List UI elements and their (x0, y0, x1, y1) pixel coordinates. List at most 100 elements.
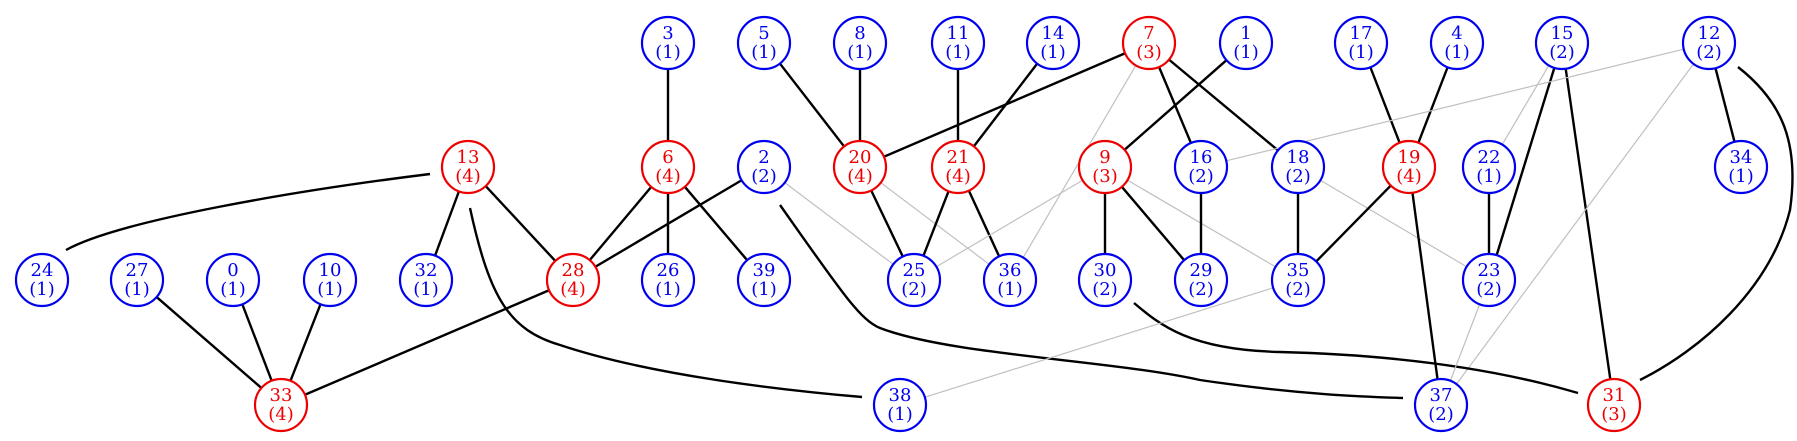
node-id-label: 25 (903, 260, 926, 281)
node-degree-label: (1) (1348, 42, 1374, 63)
node-37: 37(2) (1413, 377, 1469, 433)
node-degree-label: (2) (1476, 279, 1502, 300)
node-degree-label: (3) (1092, 166, 1118, 187)
node-circle-36 (982, 252, 1038, 308)
node-39: 39(1) (736, 252, 792, 308)
node-id-label: 3 (662, 23, 673, 44)
node-circle-10 (302, 252, 358, 308)
edge-13-32 (433, 190, 461, 257)
node-id-label: 9 (1099, 147, 1110, 168)
edge-13-38 (468, 207, 863, 399)
node-id-label: 32 (415, 260, 438, 281)
node-38: 38(1) (872, 377, 928, 433)
node-id-label: 39 (753, 260, 776, 281)
node-circle-14 (1025, 15, 1081, 71)
node-12: 12(2) (1681, 15, 1737, 71)
node-circle-6 (640, 139, 696, 195)
node-degree-label: (1) (847, 42, 873, 63)
node-id-label: 12 (1698, 23, 1721, 44)
edges-layer (65, 48, 1794, 400)
edge-9-25 (936, 179, 1083, 268)
node-circle-28 (545, 252, 601, 308)
node-circle-31 (1586, 377, 1642, 433)
node-circle-32 (398, 252, 454, 308)
node-circle-18 (1270, 139, 1326, 195)
edge-6-39 (683, 186, 749, 261)
node-2: 2(2) (736, 139, 792, 195)
node-circle-13 (440, 139, 496, 195)
node-circle-21 (930, 139, 986, 195)
node-36: 36(1) (982, 252, 1038, 308)
node-circle-26 (640, 252, 696, 308)
node-circle-38 (872, 377, 928, 433)
node-degree-label: (3) (1136, 42, 1162, 63)
node-id-label: 8 (854, 23, 865, 44)
node-id-label: 2 (758, 147, 769, 168)
edge-15-31 (1564, 68, 1612, 380)
node-20: 20(4) (832, 139, 888, 195)
node-circle-22 (1461, 139, 1517, 195)
node-circle-35 (1270, 252, 1326, 308)
node-circle-0 (205, 252, 261, 308)
node-circle-12 (1681, 15, 1737, 71)
node-degree-label: (2) (1549, 42, 1575, 63)
node-0: 0(1) (205, 252, 261, 308)
node-id-label: 14 (1042, 23, 1065, 44)
node-circle-7 (1121, 15, 1177, 71)
node-id-label: 21 (947, 147, 970, 168)
edge-13-24 (65, 172, 431, 252)
node-circle-19 (1381, 139, 1437, 195)
node-degree-label: (1) (29, 279, 55, 300)
node-circle-3 (640, 15, 696, 71)
node-id-label: 0 (227, 260, 238, 281)
edge-12-37 (1455, 63, 1695, 385)
node-degree-label: (1) (945, 42, 971, 63)
edge-18-23 (1320, 179, 1467, 268)
node-id-label: 6 (662, 147, 673, 168)
edge-7-18 (1168, 58, 1279, 152)
node-22: 22(1) (1461, 139, 1517, 195)
node-5: 5(1) (736, 15, 792, 71)
nodes-layer: 3(1)5(1)8(1)11(1)14(1)7(3)1(1)17(1)4(1)1… (14, 15, 1769, 433)
node-id-label: 16 (1190, 147, 1213, 168)
node-id-label: 26 (657, 260, 680, 281)
node-13: 13(4) (440, 139, 496, 195)
node-degree-label: (1) (1728, 166, 1754, 187)
node-circle-27 (109, 252, 165, 308)
node-21: 21(4) (930, 139, 986, 195)
node-35: 35(2) (1270, 252, 1326, 308)
node-31: 31(3) (1586, 377, 1642, 433)
edge-27-33 (155, 296, 263, 389)
node-14: 14(1) (1025, 15, 1081, 71)
node-circle-25 (886, 252, 942, 308)
node-8: 8(1) (832, 15, 888, 71)
edge-12-34 (1714, 67, 1736, 143)
edge-1-9 (1123, 59, 1228, 151)
node-25: 25(2) (886, 252, 942, 308)
node-id-label: 4 (1451, 23, 1462, 44)
node-30: 30(2) (1077, 252, 1133, 308)
node-3: 3(1) (640, 15, 696, 71)
node-16: 16(2) (1173, 139, 1229, 195)
node-degree-label: (2) (1092, 279, 1118, 300)
node-28: 28(4) (545, 252, 601, 308)
edge-9-29 (1120, 186, 1186, 261)
edge-13-28 (484, 185, 557, 262)
node-id-label: 17 (1350, 23, 1373, 44)
node-circle-1 (1218, 15, 1274, 71)
edge-15-23 (1495, 67, 1556, 256)
node-degree-label: (4) (560, 279, 586, 300)
edge-28-33 (304, 289, 550, 396)
node-id-label: 36 (999, 260, 1022, 281)
edge-19-37 (1411, 192, 1439, 380)
node-degree-label: (1) (887, 404, 913, 425)
node-degree-label: (1) (124, 279, 150, 300)
node-1: 1(1) (1218, 15, 1274, 71)
node-id-label: 5 (758, 23, 769, 44)
node-degree-label: (2) (1428, 404, 1454, 425)
node-circle-33 (253, 377, 309, 433)
node-27: 27(1) (109, 252, 165, 308)
node-23: 23(2) (1461, 252, 1517, 308)
node-degree-label: (4) (945, 166, 971, 187)
